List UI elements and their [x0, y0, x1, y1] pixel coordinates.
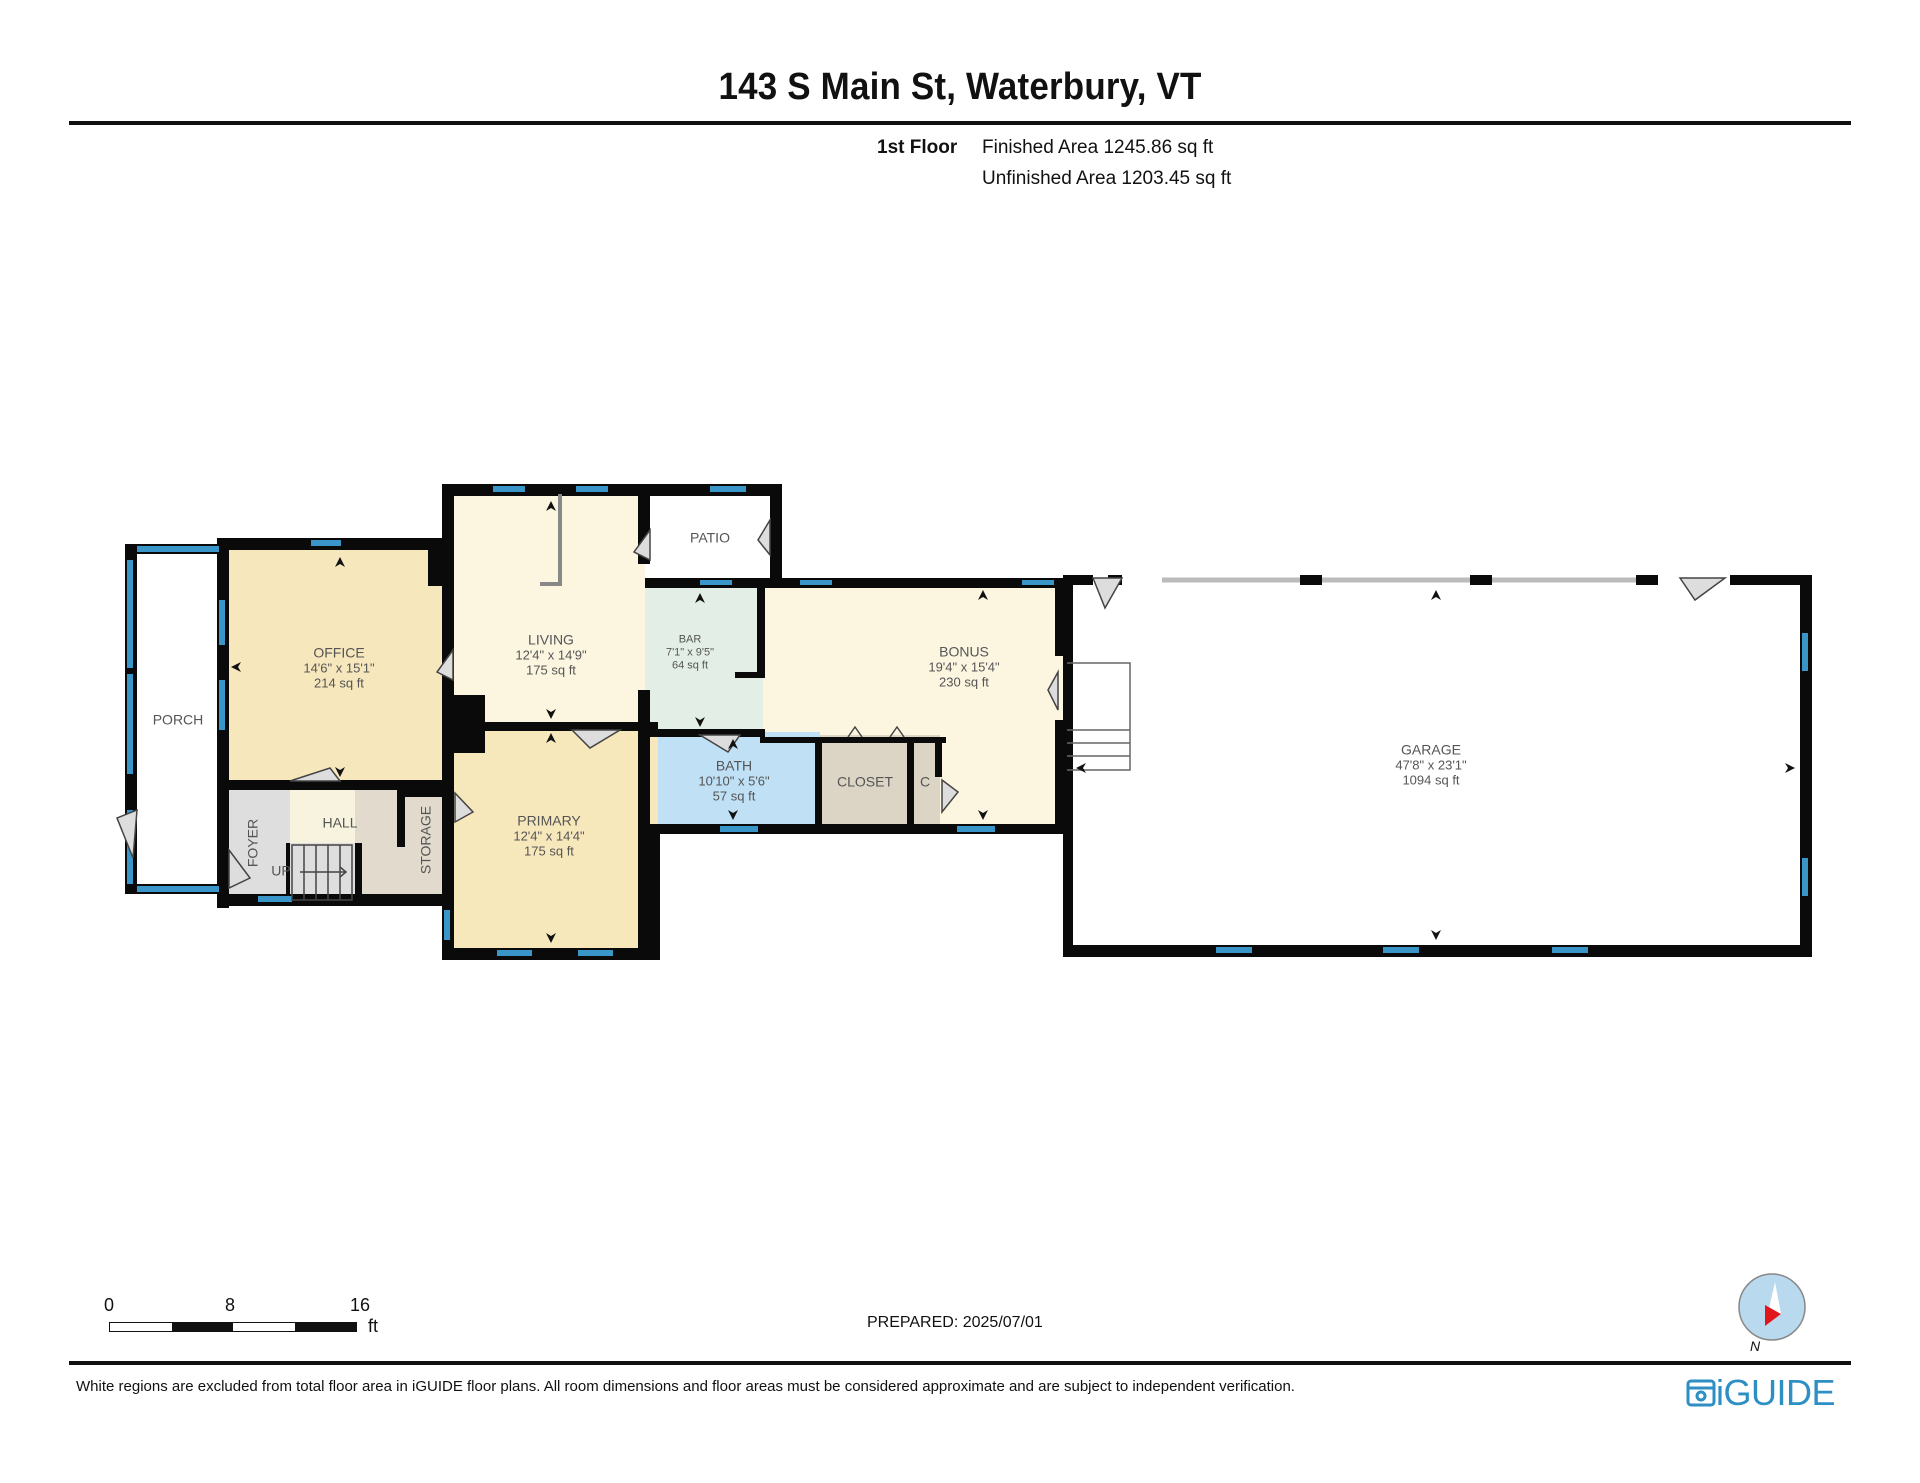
door-swings [116, 517, 1728, 890]
scale-bar [109, 1322, 357, 1332]
prepared-date: PREPARED: 2025/07/01 [867, 1314, 1043, 1331]
measurement-arrows [231, 501, 1795, 943]
room-bonus: BONUS 19'4" x 15'4" 230 sq ft [928, 643, 1000, 690]
room-c: C [919, 773, 931, 790]
room-storage: STORAGE [417, 805, 434, 875]
floor-label: 1st Floor [877, 137, 958, 158]
porch-fill [127, 547, 220, 890]
office-fill [220, 542, 453, 785]
room-closet: CLOSET [836, 773, 894, 790]
compass-north-label: N [1750, 1338, 1761, 1354]
page-title: 143 S Main St, Waterbury, VT [718, 66, 1202, 108]
room-garage: GARAGE 47'8" x 23'1" 1094 sq ft [1395, 741, 1467, 788]
patio-fill [645, 487, 780, 582]
room-primary: PRIMARY 12'4" x 14'4" 175 sq ft [513, 812, 585, 859]
scale-tick-0: 0 [104, 1295, 115, 1315]
iguide-logo-text: iGUIDE [1716, 1372, 1836, 1413]
scale-tick-16: 16 [350, 1295, 371, 1315]
room-living: LIVING 12'4" x 14'9" 175 sq ft [515, 631, 587, 678]
unfinished-area: Unfinished Area 1203.45 sq ft [982, 168, 1232, 189]
room-fills [127, 487, 1810, 956]
scale-unit: ft [368, 1316, 379, 1336]
iguide-logo: iGUIDE [1686, 1372, 1836, 1414]
room-porch: PORCH [152, 711, 204, 728]
disclaimer: White regions are excluded from total fl… [76, 1378, 1295, 1395]
scale-tick-8: 8 [225, 1295, 236, 1315]
closet-doors [847, 725, 905, 738]
iguide-logo-icon [1686, 1379, 1716, 1407]
stairs-up-label: UP [271, 862, 291, 879]
room-office: OFFICE 14'6" x 15'1" 214 sq ft [303, 644, 375, 691]
bar-fill [645, 582, 763, 732]
finished-area: Finished Area 1245.86 sq ft [982, 137, 1214, 158]
bath-fill [645, 732, 820, 828]
living-built-in [540, 494, 562, 586]
room-patio: PATIO [690, 529, 730, 546]
stairs-up [291, 844, 353, 901]
room-hall: HALL [322, 814, 358, 831]
garage-stairs [1067, 662, 1131, 771]
primary-fill [444, 726, 658, 956]
footer-divider [69, 1361, 1851, 1365]
room-bath: BATH 10'10" x 5'6" 57 sq ft [698, 757, 770, 804]
closet-fill [820, 735, 912, 828]
living-fill [444, 487, 645, 726]
room-foyer: FOYER [244, 818, 261, 868]
room-bar: BAR 7'1" x 9'5" 64 sq ft [665, 633, 715, 672]
garage-fill [1063, 575, 1810, 953]
header-divider [69, 121, 1851, 125]
compass-icon [1738, 1273, 1806, 1341]
